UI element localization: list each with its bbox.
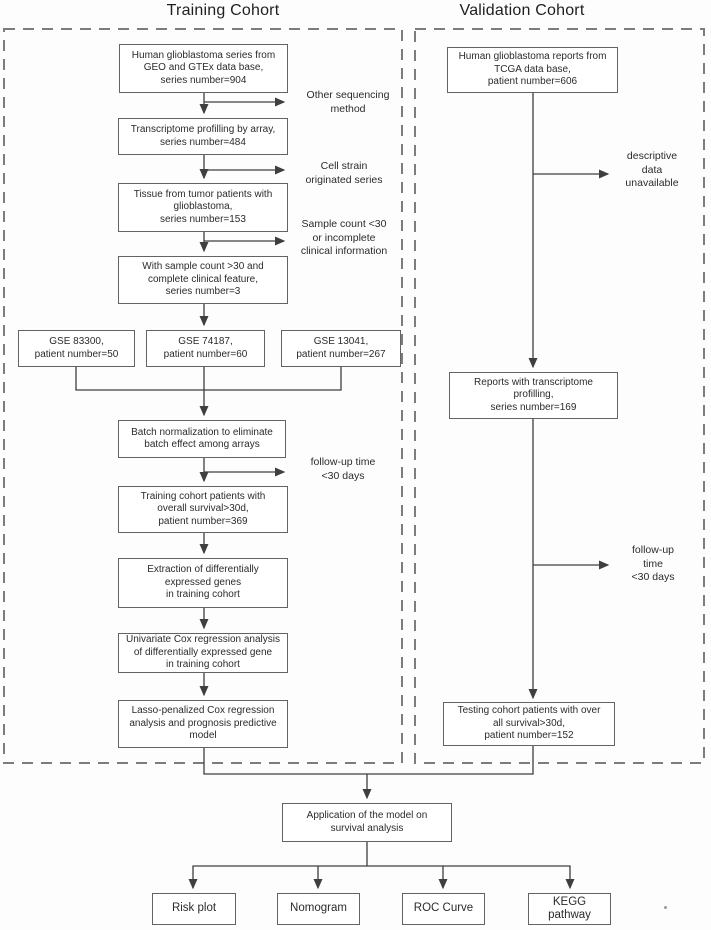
flow-box-tcga-source: Human glioblastoma reports from TCGA dat…: [447, 47, 618, 93]
output-box-risk-plot: Risk plot: [152, 893, 236, 925]
exclusion-note-other-sequencing: Other sequencing method: [306, 89, 390, 115]
flow-box-testing-survival: Testing cohort patients with over all su…: [443, 702, 615, 746]
flow-box-gse-74187: GSE 74187, patient number=60: [146, 330, 265, 367]
exclusion-note-followup-validation: follow-up time <30 days: [631, 544, 675, 583]
validation-cohort-title: Validation Cohort: [459, 2, 585, 19]
flow-box-batch-normalization: Batch normalization to eliminate batch e…: [118, 420, 286, 458]
exclusion-note-followup-training: follow-up time <30 days: [310, 456, 376, 482]
flow-box-reports-transcriptome: Reports with transcriptome profilling, s…: [449, 372, 618, 419]
training-cohort-frame: [3, 28, 403, 764]
exclusion-note-descriptive-data: descriptive data unavailable: [625, 150, 679, 189]
output-box-nomogram: Nomogram: [277, 893, 360, 925]
flow-box-complete-clinical: With sample count >30 and complete clini…: [118, 256, 288, 304]
flow-box-model-application: Application of the model on survival ana…: [282, 803, 452, 842]
flow-box-training-survival: Training cohort patients with overall su…: [118, 486, 288, 533]
training-cohort-title: Training Cohort: [166, 2, 280, 19]
flow-box-lasso-model: Lasso-penalized Cox regression analysis …: [118, 700, 288, 748]
output-box-roc-curve: ROC Curve: [402, 893, 485, 925]
flow-box-deg-extraction: Extraction of differentially expressed g…: [118, 558, 288, 608]
exclusion-note-cell-strain: Cell strain originated series: [305, 160, 383, 186]
output-box-kegg-pathway: KEGG pathway: [528, 893, 611, 925]
flow-box-geo-gtex-source: Human glioblastoma series from GEO and G…: [119, 44, 288, 93]
flow-box-univariate-cox: Univariate Cox regression analysis of di…: [118, 633, 288, 673]
stray-mark: [664, 906, 667, 909]
flow-box-transcriptome-array: Transcriptome profilling by array, serie…: [118, 118, 288, 155]
flow-box-gse-83300: GSE 83300, patient number=50: [18, 330, 135, 367]
flow-box-gse-13041: GSE 13041, patient number=267: [281, 330, 401, 367]
validation-cohort-frame: [414, 28, 705, 764]
flow-box-tumor-tissue: Tissue from tumor patients with glioblas…: [118, 183, 288, 232]
exclusion-note-sample-count: Sample count <30 or incomplete clinical …: [300, 218, 388, 257]
